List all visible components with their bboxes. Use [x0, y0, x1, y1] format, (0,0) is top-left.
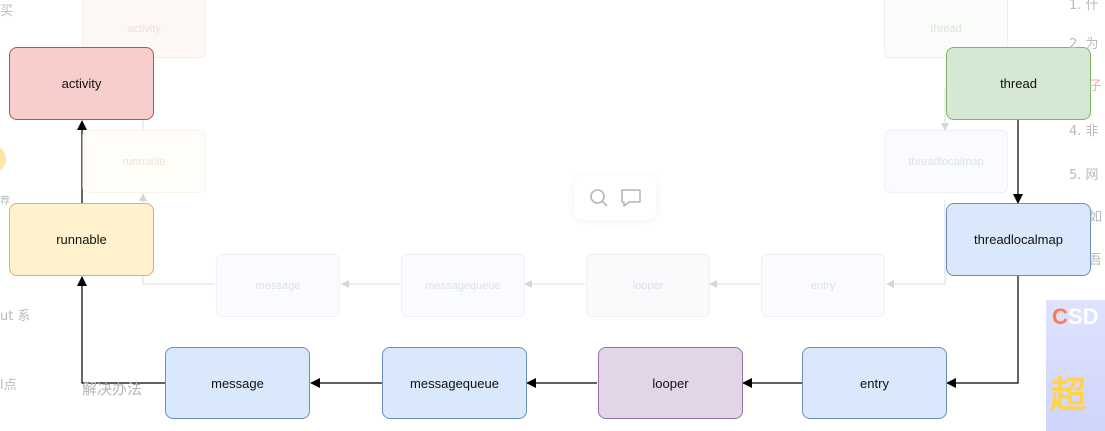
node-looper[interactable]: looper — [598, 347, 743, 419]
ghost-edge — [886, 200, 946, 288]
node-thread[interactable]: thread — [946, 47, 1091, 120]
left-sidebar-snippet: 荐 — [0, 196, 10, 207]
ghost-node-messagequeue: messagequeue — [401, 254, 525, 317]
ghost-node-looper: looper — [586, 254, 710, 317]
comment-icon[interactable] — [620, 187, 642, 209]
background-text: 解决办法 — [82, 380, 143, 398]
ghost-node-threadlocalmap: threadlocalmap — [884, 130, 1008, 193]
left-sidebar-snippet: l点 — [0, 378, 17, 393]
ghost-node-runnable: runnable — [82, 130, 206, 193]
ghost-connectors — [139, 62, 949, 288]
right-sidebar-snippet[interactable]: 2. 为 — [1069, 37, 1099, 52]
node-threadlocalmap[interactable]: threadlocalmap — [946, 203, 1091, 276]
edge-threadlocalmap-entry — [946, 276, 1019, 388]
right-sidebar-snippet[interactable]: 4. 非 — [1069, 124, 1099, 139]
promo-logo-c: C — [1052, 304, 1068, 329]
badge-icon — [0, 145, 6, 173]
search-icon[interactable] — [588, 187, 610, 209]
right-sidebar-snippet[interactable]: 如 — [1089, 210, 1103, 225]
node-message[interactable]: message — [165, 347, 310, 419]
left-sidebar-snippet: ut 系 — [0, 309, 31, 324]
node-messagequeue[interactable]: messagequeue — [382, 347, 527, 419]
main-connectors — [77, 120, 1023, 388]
right-sidebar-snippet[interactable]: 吾 — [1089, 253, 1103, 268]
floating-toolbar — [574, 176, 656, 220]
node-entry[interactable]: entry — [802, 347, 947, 419]
ghost-node-message: message — [216, 254, 340, 317]
node-activity[interactable]: activity — [9, 47, 154, 120]
promo-headline: 超 — [1050, 375, 1087, 416]
promo-logo-text: SD — [1068, 304, 1099, 329]
left-sidebar-snippet: 买 — [0, 4, 14, 19]
ghost-node-entry: entry — [761, 254, 885, 317]
right-sidebar-snippet[interactable]: 5. 网 — [1069, 168, 1099, 183]
edge-message-runnable — [77, 276, 165, 384]
right-sidebar: 1. 什 2. 为 子 4. 非 5. 网 如 吾 — [1045, 0, 1105, 431]
promo-banner[interactable]: C SD 超 — [1046, 300, 1105, 431]
right-sidebar-snippet[interactable]: 子 — [1089, 79, 1103, 94]
node-runnable[interactable]: runnable — [9, 203, 154, 276]
right-sidebar-snippet[interactable]: 1. 什 — [1069, 0, 1099, 13]
